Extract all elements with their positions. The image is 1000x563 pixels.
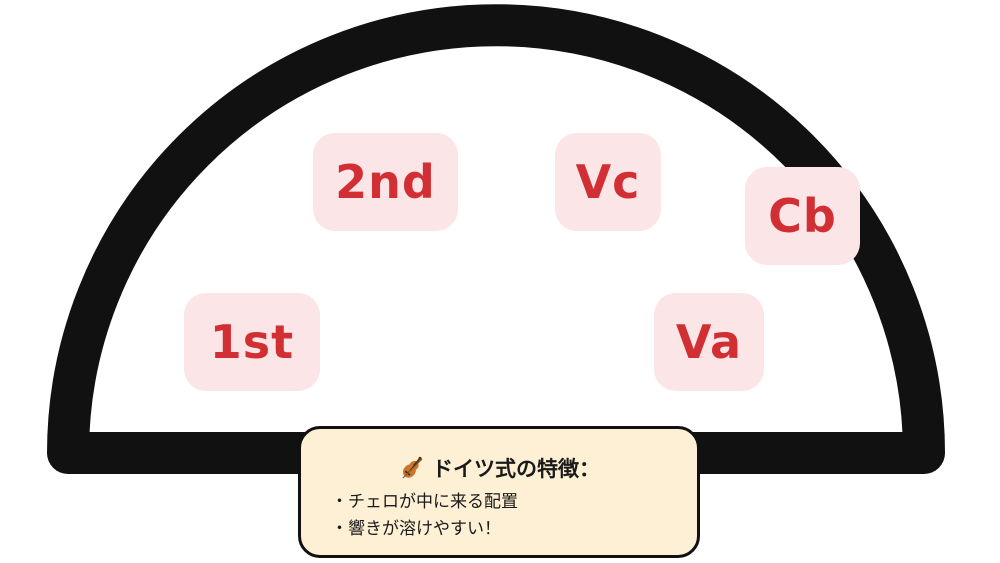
section-viola: Va xyxy=(654,293,764,391)
section-first-violin: 1st xyxy=(184,293,320,391)
section-label: Va xyxy=(675,315,743,369)
section-label: Vc xyxy=(575,155,641,209)
note-title-row: ドイツ式の特徴： xyxy=(301,453,697,483)
section-label: Cb xyxy=(768,189,837,243)
section-label: 1st xyxy=(209,315,295,369)
note-line: ・響きが溶けやすい！ xyxy=(331,519,501,539)
violin-icon xyxy=(402,456,423,479)
section-cello: Vc xyxy=(555,133,661,231)
note-line: ・チェロが中に来る配置 xyxy=(331,492,518,512)
section-label: 2nd xyxy=(335,155,436,209)
note-lines: ・チェロが中に来る配置 ・響きが溶けやすい！ xyxy=(331,489,518,543)
note-title: ドイツ式の特徴： xyxy=(432,457,600,481)
section-second-violin: 2nd xyxy=(313,133,458,231)
feature-note-box: ドイツ式の特徴： ・チェロが中に来る配置 ・響きが溶けやすい！ xyxy=(298,426,700,558)
section-contrabass: Cb xyxy=(745,167,860,265)
